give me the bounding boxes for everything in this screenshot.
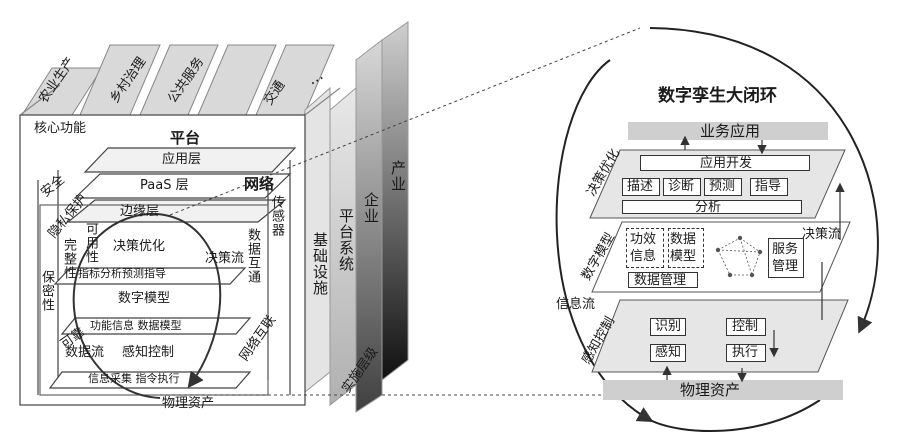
network-label: 网络 xyxy=(244,175,275,193)
enterprise-label: 企业 xyxy=(362,192,380,224)
business-app-label: 业务应用 xyxy=(700,122,761,140)
service-mgmt-label: 服务管理 xyxy=(772,242,799,274)
control-box xyxy=(726,318,766,336)
platform-label: 平台 xyxy=(170,129,201,147)
closed-loop-title: 数字孪生大闭环 xyxy=(658,86,777,106)
service-mgmt-box xyxy=(768,238,804,278)
guide-box xyxy=(750,178,788,196)
physical-asset-right-label: 物理资产 xyxy=(680,381,741,399)
app-dev-label: 应用开发 xyxy=(700,156,753,171)
data-mgmt-box xyxy=(628,272,698,288)
right-arrows xyxy=(662,135,845,383)
core-function-title: 核心功能 xyxy=(34,121,87,136)
digital-model-label: 数字模型 xyxy=(118,291,171,306)
predict-label: 预测 xyxy=(709,179,736,194)
control-label: 控制 xyxy=(732,319,759,334)
usability-label: 可用性 xyxy=(83,222,98,264)
perceive-label: 感知 xyxy=(655,345,682,360)
left-loop-arrow xyxy=(72,212,222,399)
network-graph-nodes xyxy=(715,235,763,278)
decision-opt-label: 决策优化 xyxy=(113,239,166,254)
top-tabs xyxy=(21,44,335,116)
describe-label: 描述 xyxy=(627,179,654,194)
identify-label: 识别 xyxy=(655,319,682,334)
network-graph-icon xyxy=(717,237,761,276)
perceive-box xyxy=(650,344,686,362)
data-flow-label: 数据流 xyxy=(65,345,105,360)
info-flow-label: 信息流 xyxy=(556,297,596,312)
predict-box xyxy=(704,178,742,196)
app-dev-box xyxy=(640,155,810,171)
infrastructure-label: 基础设施 xyxy=(311,232,329,296)
execute-label: 执行 xyxy=(732,345,759,360)
platform-system-label: 平台系统 xyxy=(337,208,355,272)
core-cube xyxy=(19,84,341,406)
integrity-label: 完整性 xyxy=(61,238,76,280)
describe-box xyxy=(622,178,660,196)
identify-box xyxy=(650,318,686,336)
industry-label: 产业 xyxy=(389,160,407,192)
guide-label: 指导 xyxy=(755,179,782,194)
diagnose-box xyxy=(663,178,701,196)
analysis-box xyxy=(622,200,802,214)
data-model-right-label: 数据模型 xyxy=(670,232,697,264)
physical-asset-label: 物理资产 xyxy=(162,396,215,411)
sensor-label: 传感器 xyxy=(269,195,284,237)
efficacy-info-label: 功效信息 xyxy=(630,232,657,264)
diagnose-label: 诊断 xyxy=(668,179,695,194)
edge-layer-label: 边缘层 xyxy=(120,204,160,219)
app-layer-label: 应用层 xyxy=(162,152,202,167)
decision-flow-label: 决策流 xyxy=(205,251,245,266)
physical-bar xyxy=(603,380,843,400)
dashed-connectors xyxy=(160,27,660,396)
collect-label: 信息采集 指令执行 xyxy=(88,372,180,385)
analysis-label: 分析 xyxy=(695,200,722,215)
biz-app-bar xyxy=(628,122,828,140)
indicator-label: 指标分析预测指导 xyxy=(78,267,166,280)
data-model-box xyxy=(668,228,704,268)
data-interconnect-label: 数据互通 xyxy=(245,228,260,284)
execute-box xyxy=(726,344,766,362)
efficacy-info-box xyxy=(626,228,664,268)
data-mgmt-label: 数据管理 xyxy=(634,273,687,288)
efficacy-label: 功能信息 数据模型 xyxy=(90,319,182,332)
decision-flow-right-label: 决策流 xyxy=(802,227,842,242)
confidentiality-label: 保密性 xyxy=(39,270,54,312)
perception-label: 感知控制 xyxy=(122,345,175,360)
paas-layer-label: PaaS 层 xyxy=(140,178,189,193)
